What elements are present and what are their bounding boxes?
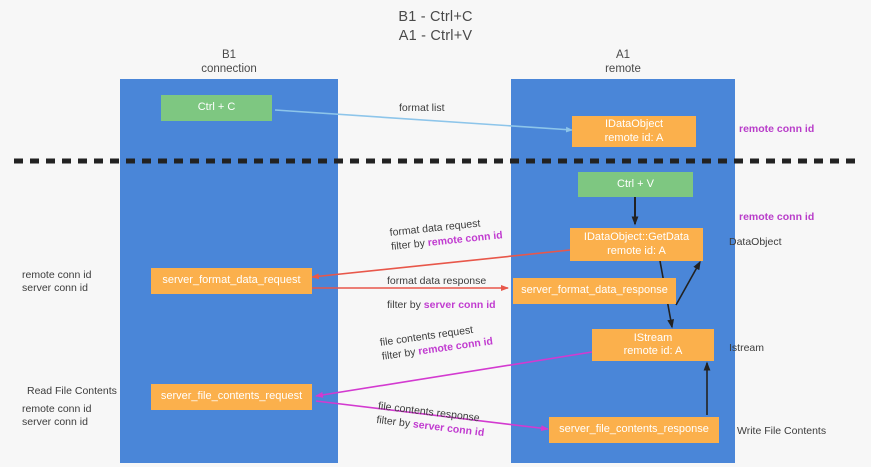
edge-label-format-data-response-filter: filter by server conn id	[387, 298, 496, 312]
node-server-file-contents-request[interactable]: server_file_contents_request	[151, 384, 312, 410]
annotation-left-server-conn-id: server conn id	[22, 282, 88, 294]
node-server-file-contents-request-label: server_file_contents_request	[160, 390, 303, 403]
diagram-title: B1 - Ctrl+C A1 - Ctrl+V	[0, 8, 871, 46]
arrow-file-contents-request	[315, 351, 593, 398]
arrow-format-data-request	[311, 249, 571, 280]
node-getdata-title: IDataObject::GetData	[583, 231, 690, 243]
filter-prefix: filter by	[387, 299, 424, 311]
filter-prefix: filter by	[390, 237, 429, 253]
title-line-1: B1 - Ctrl+C	[398, 9, 473, 25]
annotation-read-file-contents-text: Read File Contents	[27, 385, 117, 397]
node-server-file-contents-response-label: server_file_contents_response	[559, 423, 709, 436]
node-ctrl-c-label: Ctrl + C	[197, 101, 236, 114]
node-getdata[interactable]: IDataObject::GetData remote id: A	[570, 228, 703, 261]
annotation-remote-conn-id-mid-text: remote conn id	[739, 211, 815, 223]
annotation-istream: Istream	[729, 342, 764, 355]
node-server-format-data-request-label: server_format_data_request	[162, 274, 301, 287]
node-server-format-data-request[interactable]: server_format_data_request	[151, 268, 312, 294]
lane-header-a1-name: A1	[615, 49, 631, 61]
annotation-read-file-contents: Read File Contents	[27, 385, 117, 398]
annotation-dataobject: DataObject	[729, 236, 782, 249]
node-server-format-data-response[interactable]: server_format_data_response	[513, 278, 676, 304]
lane-header-b1: B1 connection	[120, 48, 338, 76]
annotation-istream-text: Istream	[729, 342, 765, 354]
node-idataobject[interactable]: IDataObject remote id: A	[572, 116, 696, 147]
annotation-remote-conn-id-top-text: remote conn id	[739, 123, 815, 135]
edge-label-format-list: format list	[399, 101, 445, 115]
annotation-left-remote-conn-id-2: remote conn id	[22, 403, 92, 415]
node-server-format-data-response-label: server_format_data_response	[521, 284, 668, 297]
annotation-left-remote-conn-id: remote conn id	[22, 269, 92, 281]
lane-header-b1-name: B1	[221, 49, 237, 61]
lane-header-a1-subtitle: remote	[605, 63, 641, 75]
node-ctrl-c[interactable]: Ctrl + C	[161, 95, 272, 121]
filter-key-server-conn-id: server conn id	[423, 299, 496, 311]
annotation-left-server-conn-id-2: server conn id	[22, 416, 88, 428]
node-server-file-contents-response[interactable]: server_file_contents_response	[549, 417, 719, 443]
edge-label-format-list-text: format list	[399, 102, 445, 114]
annotation-left-conn-ids-upper: remote conn id server conn id	[22, 269, 91, 295]
edge-label-format-data-response: format data response filter by server co…	[387, 274, 496, 312]
node-idataobject-remote: remote id: A	[604, 131, 664, 144]
node-getdata-remote: remote id: A	[607, 244, 666, 257]
title-line-2: A1 - Ctrl+V	[398, 28, 473, 44]
lane-header-a1: A1 remote	[511, 48, 735, 76]
annotation-remote-conn-id-top: remote conn id	[739, 123, 814, 136]
arrow-response-to-getdata	[675, 260, 701, 306]
annotation-write-file-contents-text: Write File Contents	[737, 425, 827, 437]
annotation-remote-conn-id-mid: remote conn id	[739, 211, 814, 224]
node-istream-remote: remote id: A	[623, 345, 683, 357]
annotation-dataobject-text: DataObject	[729, 236, 782, 248]
node-idataobject-title: IDataObject	[604, 118, 664, 130]
arrow-format-list	[274, 109, 573, 133]
edge-label-format-data-response-title: format data response	[387, 275, 487, 287]
annotation-write-file-contents: Write File Contents	[737, 425, 826, 438]
node-ctrl-v-label: Ctrl + V	[617, 177, 654, 190]
arrow-file-contents-response	[315, 400, 549, 432]
lane-header-b1-subtitle: connection	[201, 63, 257, 75]
node-istream[interactable]: IStream remote id: A	[592, 329, 714, 361]
node-istream-title: IStream	[633, 331, 673, 344]
annotation-left-conn-ids-lower: remote conn id server conn id	[22, 403, 91, 429]
node-ctrl-v[interactable]: Ctrl + V	[578, 172, 693, 197]
